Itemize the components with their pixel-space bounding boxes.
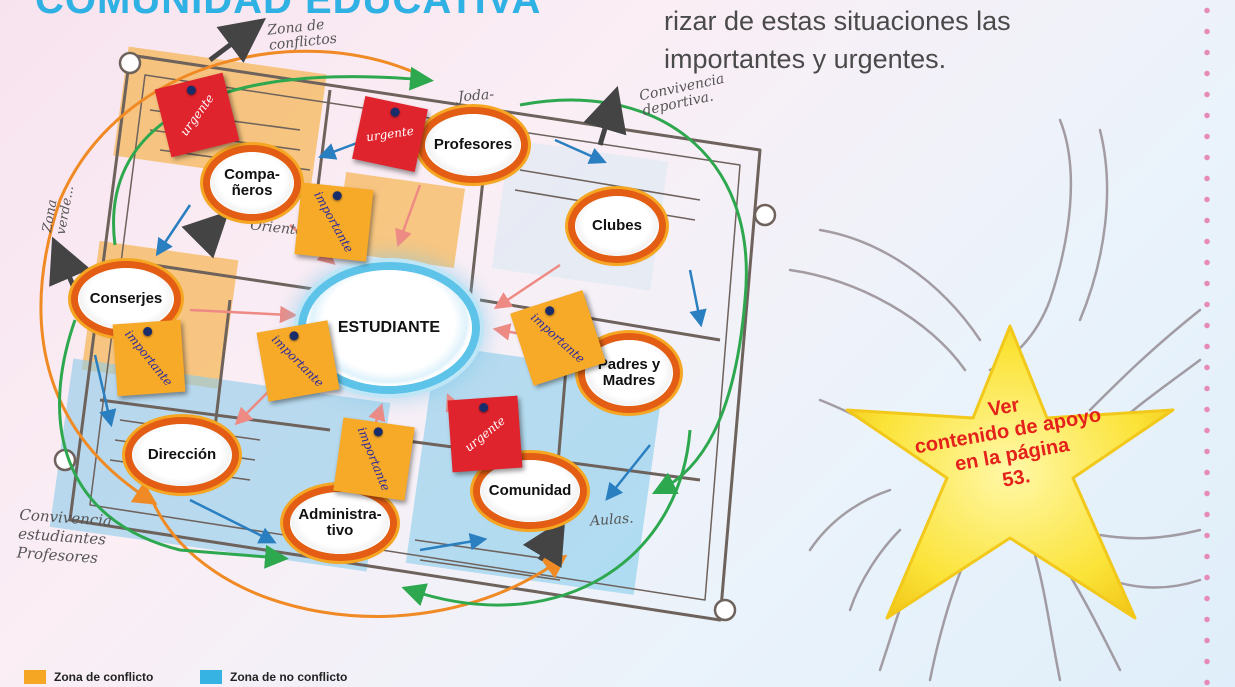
node-companeros: Compa-ñeros — [210, 152, 294, 214]
node-conserjes: Conserjes — [78, 268, 174, 330]
node-profesores: Profesores — [425, 114, 521, 176]
star-callout-shape — [845, 324, 1175, 620]
sticky-importante-5: importante — [333, 417, 415, 501]
sticky-importante-2: importante — [112, 319, 186, 397]
pin-icon — [288, 330, 300, 342]
sticky-importante-1: importante — [294, 182, 374, 262]
sticky-urgente-3: urgente — [447, 395, 523, 473]
intro-text: rizar de estas situaciones las important… — [664, 2, 1084, 78]
node-direccion: Dirección — [132, 424, 232, 486]
legend-no-conflict: Zona de no conflicto — [200, 668, 347, 686]
intro-line-2: importantes y urgentes. — [664, 44, 947, 74]
note-convivencia-estudiantes: Convivencia estudiantes Profesores — [16, 505, 113, 568]
page-title: COMUNIDAD EDUCATIVA — [35, 0, 542, 22]
pin-icon — [543, 305, 556, 317]
pin-icon — [478, 402, 489, 413]
node-clubes: Clubes — [575, 196, 659, 256]
legend-label-no-conflict: Zona de no conflicto — [230, 670, 348, 684]
intro-line-1: rizar de estas situaciones las — [664, 6, 1011, 36]
pin-icon — [332, 190, 343, 201]
note-joda: Joda- — [457, 86, 495, 106]
pin-icon — [142, 326, 153, 337]
note-aulas: Aulas. — [589, 510, 635, 530]
dotted-border — [1203, 0, 1211, 687]
legend-label-conflict: Zona de conflicto — [54, 670, 154, 684]
sticky-importante-3: importante — [256, 320, 340, 402]
pin-icon — [389, 106, 401, 118]
node-administrativo: Administra-tivo — [290, 492, 390, 554]
sticky-urgente-2: urgente — [352, 96, 428, 172]
legend-swatch-conflict — [24, 670, 46, 684]
pin-icon — [185, 84, 197, 96]
pin-icon — [373, 426, 384, 437]
legend-conflict: Zona de conflicto — [24, 668, 153, 686]
node-comunidad: Comunidad — [480, 460, 580, 522]
legend-swatch-no-conflict — [200, 670, 222, 684]
